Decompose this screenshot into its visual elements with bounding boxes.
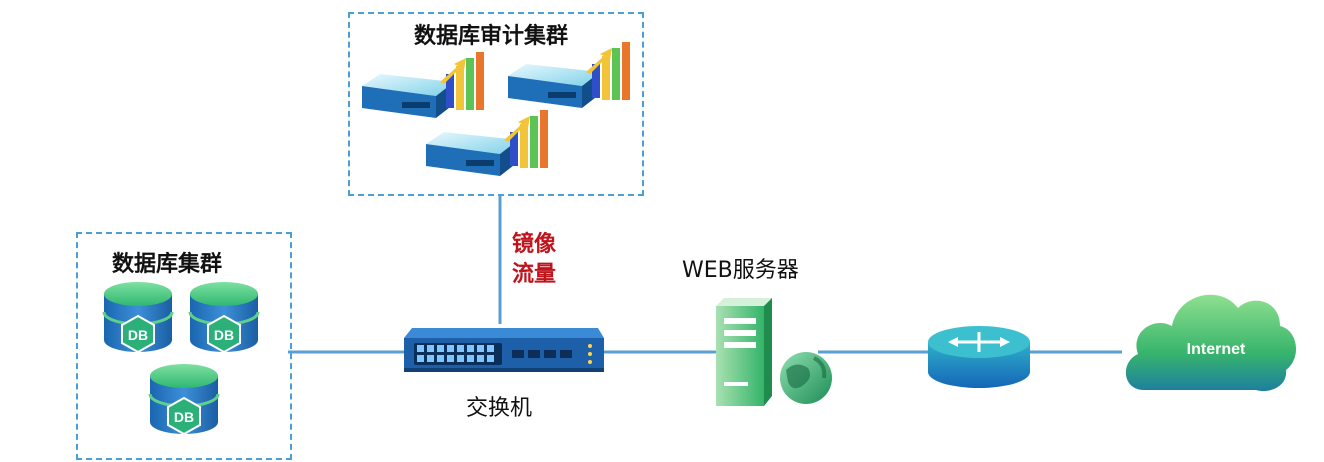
- database-icon: DB: [188, 282, 260, 354]
- audit-appliance-icon: [362, 52, 484, 118]
- database-icon: DB: [148, 364, 220, 436]
- connection-lines: [288, 196, 1122, 354]
- router-icon: [928, 326, 1030, 388]
- switch-label: 交换机: [466, 396, 533, 421]
- audit-cluster-title: 数据库审计集群: [414, 24, 569, 49]
- audit-appliance-icon: [508, 42, 630, 108]
- mirror-label-line1: 镜像: [512, 232, 557, 257]
- mirror-label-line2: 流量: [512, 262, 557, 287]
- database-icon: DB: [102, 282, 174, 354]
- db-cluster-box: [76, 232, 292, 460]
- db-label: DB: [128, 327, 148, 343]
- switch-icon: [404, 328, 604, 372]
- db-cluster-title: 数据库集群: [112, 252, 223, 277]
- audit-appliance-icon: [426, 110, 548, 176]
- web-server-label: WEB服务器: [682, 258, 799, 283]
- internet-cloud-icon: Internet: [1125, 294, 1297, 392]
- db-label: DB: [214, 327, 234, 343]
- web-server-icon: [716, 298, 832, 406]
- db-label: DB: [174, 409, 194, 425]
- internet-label: Internet: [1187, 341, 1246, 358]
- audit-cluster-box: [348, 12, 644, 196]
